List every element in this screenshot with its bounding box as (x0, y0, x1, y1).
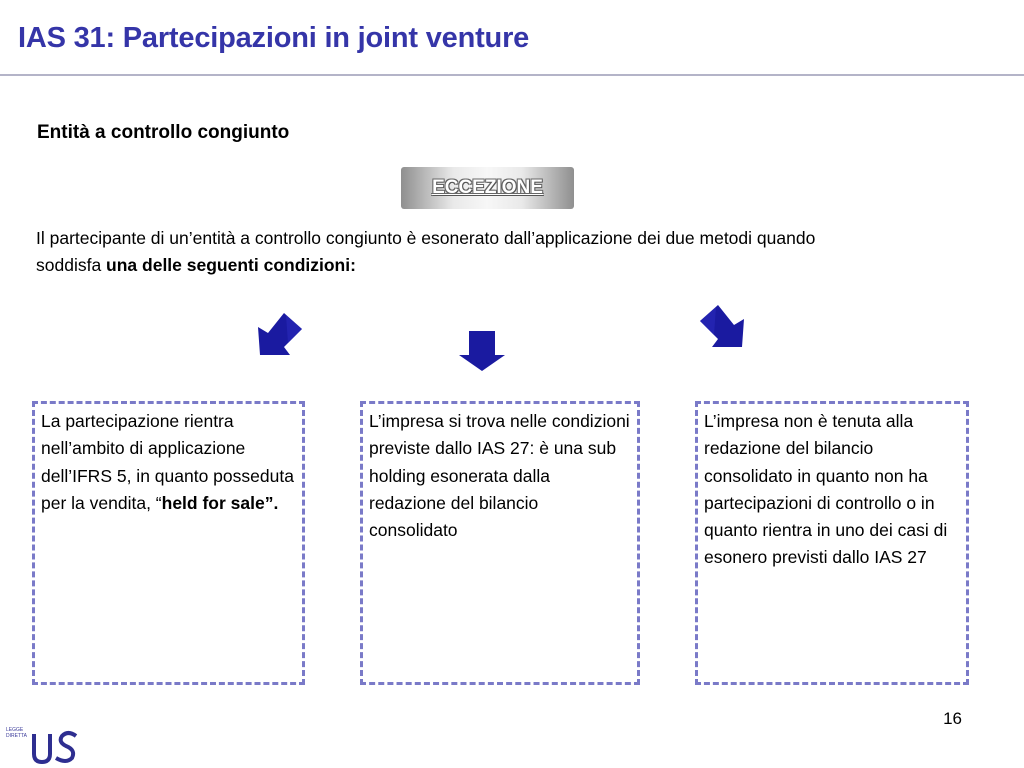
exception-label: ECCEZIONE (432, 177, 543, 198)
svg-text:DIRETTA: DIRETTA (6, 733, 28, 739)
slide-title: IAS 31: Partecipazioni in joint venture (18, 22, 530, 54)
condition-1-text: La partecipazione rientra nell’ambito di… (41, 411, 294, 513)
intro-text: Il partecipante di un’entità a controllo… (36, 228, 816, 275)
section-subheading: Entità a controllo congiunto (37, 122, 290, 143)
condition-3-text: L’impresa non è tenuta alla redazione de… (704, 411, 948, 568)
intro-emphasis: una delle seguenti condizioni: (106, 255, 356, 275)
condition-2-text: L’impresa si trova nelle condizioni prev… (369, 411, 635, 541)
svg-text:LEGGE: LEGGE (6, 727, 24, 733)
page-number: 16 (943, 709, 962, 728)
arrow-down-left-icon (254, 311, 304, 359)
condition-1-emphasis: held for sale”. (161, 492, 279, 513)
condition-box-1: La partecipazione rientra nell’ambito di… (32, 401, 305, 685)
arrow-down-icon (459, 329, 507, 373)
arrow-down-right-icon (698, 303, 748, 351)
title-divider (0, 74, 1024, 76)
intro-paragraph: Il partecipante di un’entità a controllo… (36, 225, 876, 279)
exception-badge: ECCEZIONE (401, 167, 574, 209)
condition-box-2: L’impresa si trova nelle condizioni prev… (360, 401, 640, 685)
university-logo-icon: LEGGE DIRETTA (4, 722, 86, 766)
condition-box-3: L’impresa non è tenuta alla redazione de… (695, 401, 969, 685)
